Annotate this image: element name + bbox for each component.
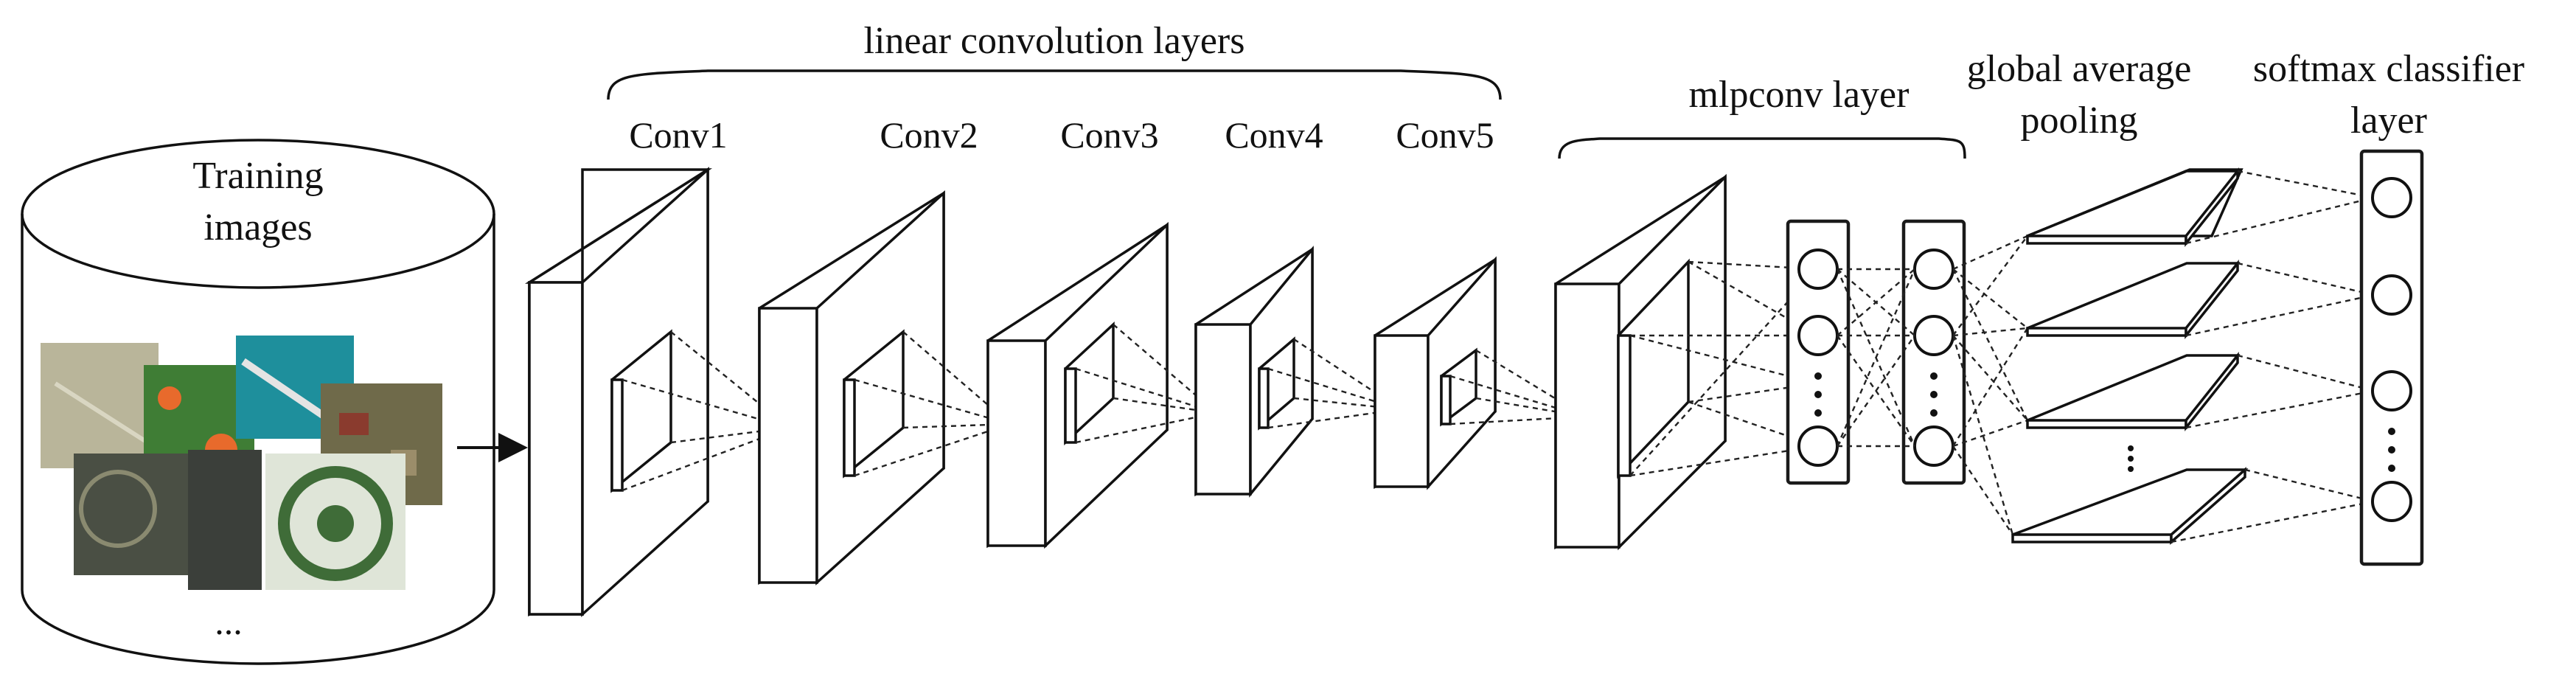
conv4-label: Conv4 (1225, 114, 1323, 156)
cylinder-top (21, 139, 495, 289)
mlpconv-brace (1558, 137, 1966, 159)
gap-plate-2 (2026, 259, 2241, 340)
cylinder-body (21, 214, 495, 665)
gap-plate-3 (2026, 351, 2241, 432)
gap-ellipsis-dots (2128, 445, 2134, 472)
gap-plate-4 (2011, 467, 2249, 545)
conv1-label: Conv1 (629, 114, 727, 156)
training-images-label-line1: Training (192, 155, 323, 197)
gap-label-line2: pooling (2021, 100, 2138, 142)
training-image-thumbnails (41, 336, 442, 590)
conv3-label: Conv3 (1060, 114, 1158, 156)
linear-conv-brace (607, 69, 1502, 100)
softmax-classifier-column (2359, 149, 2424, 566)
mlpconv-block (1554, 173, 1818, 551)
mlpconv-layer-label: mlpconv layer (1689, 74, 1910, 116)
conv2-label: Conv2 (880, 114, 978, 156)
training-images-label-line2: images (203, 206, 312, 249)
mlp-to-gap-connections (1952, 234, 2029, 535)
softmax-label-line1: softmax classifier (2253, 48, 2524, 90)
training-images-ellipsis: ... (215, 601, 243, 642)
linear-conv-layers-label: linear convolution layers (864, 20, 1245, 62)
conv4-block (1194, 246, 1402, 498)
conv5-label: Conv5 (1396, 114, 1494, 156)
conv1-block (524, 167, 790, 617)
gap-to-softmax-connections (2171, 170, 2375, 543)
conv5-block (1374, 256, 1586, 490)
conv3-block (986, 221, 1217, 549)
softmax-label-line2: layer (2350, 100, 2427, 142)
mlp-hidden-column-1 (1786, 219, 1851, 485)
training-images-database: Training images ... (21, 139, 495, 665)
thumbnail-parking-rows (188, 450, 262, 590)
thumbnail-sports-field (41, 343, 159, 468)
mlp-connections (1836, 268, 1916, 448)
gap-label-line1: global average (1967, 48, 2192, 90)
conv2-block (758, 190, 1011, 586)
thumbnail-parking-lot (74, 454, 195, 575)
gap-plate-1 (2026, 167, 2243, 248)
